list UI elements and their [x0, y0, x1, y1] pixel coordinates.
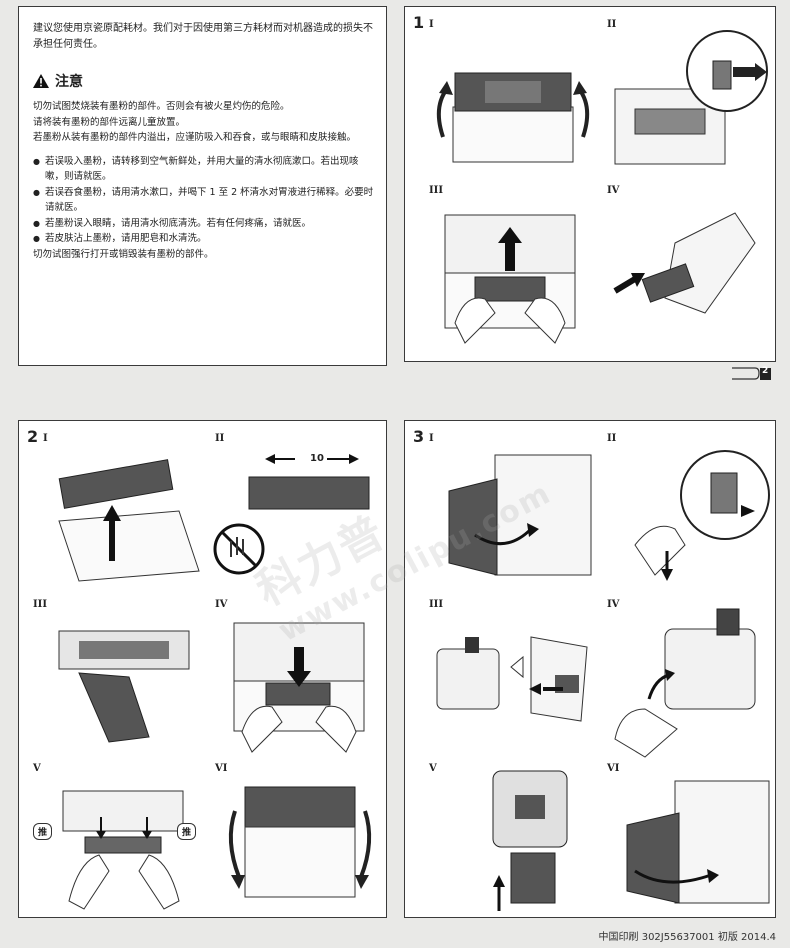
close-cover-illustration	[228, 786, 372, 898]
list-item: 若墨粉误入眼睛，请用清水彻底清洗。若有任何疼痛，请就医。	[33, 216, 374, 232]
sub-label: V	[33, 763, 41, 774]
close-side-door-illustration	[626, 780, 770, 904]
warning-triangle-icon	[33, 74, 49, 88]
print-info-footer: 中国印刷 302J55637001 初版 2014.4	[598, 932, 776, 943]
open-side-door-illustration	[448, 454, 592, 576]
cap-waste-box-illustration	[436, 636, 588, 722]
release-lever-illustration	[614, 30, 768, 165]
sub-label: III	[33, 599, 48, 610]
shake-count: 10	[310, 453, 324, 464]
open-top-cover-illustration	[436, 72, 590, 163]
insert-toner-illustration	[233, 622, 365, 753]
sub-label: VI	[607, 763, 620, 774]
sub-label: II	[215, 433, 225, 444]
sub-label: II	[607, 433, 617, 444]
final-warning: 切勿试图强行打开或销毁装有墨粉的部件。	[33, 248, 214, 260]
remove-seal-illustration	[58, 630, 190, 743]
step2-panel: 2 I II III IV V VI 10	[18, 420, 387, 918]
install-new-waste-box-illustration	[614, 608, 756, 758]
list-item: 若误吞食墨粉，请用清水漱口，并喝下 1 至 2 杯清水对胃液进行稀释。必要时请就…	[33, 185, 374, 216]
caution-bullet-list: 若误吸入墨粉，请转移到空气新鲜处，并用大量的清水彻底漱口。若出现咳嗽，则请就医。…	[33, 154, 374, 247]
shake-toner-illustration	[213, 454, 370, 575]
step3-panel: 3 I II III IV V VI	[404, 420, 776, 918]
caution-paragraph: 切勿试图焚烧装有墨粉的部件。否则会有被火星灼伤的危险。	[33, 101, 290, 112]
page-turn-icon	[732, 367, 771, 380]
push-label-right: 推	[177, 823, 197, 840]
list-item: 若皮肤沾上墨粉，请用肥皂和水清洗。	[33, 231, 374, 247]
step-number: 1	[413, 13, 425, 32]
push-label-left: 推	[33, 823, 53, 840]
sub-label: IV	[607, 185, 620, 196]
sub-label: IV	[215, 599, 228, 610]
sub-label: II	[607, 19, 617, 30]
sub-label: I	[43, 433, 48, 444]
push-toner-illustration	[62, 790, 184, 910]
caution-paragraph: 请将装有墨粉的部件远离儿童放置。	[33, 116, 186, 128]
list-item: 若误吸入墨粉，请转移到空气新鲜处，并用大量的清水彻底漱口。若出现咳嗽，则请就医。	[33, 154, 374, 185]
step1-panel: 1 I II III IV	[404, 6, 776, 362]
sub-label: V	[429, 763, 437, 774]
sub-label: VI	[215, 763, 228, 774]
sub-label: I	[429, 433, 434, 444]
caution-paragraph: 若墨粉从装有墨粉的部件内溢出，应谨防吸入和吞食，或与眼睛和皮肤接触。	[33, 132, 357, 143]
step-number: 2	[27, 427, 39, 446]
page-turn-badge: 2	[731, 366, 771, 385]
caution-title: 注意	[55, 74, 83, 90]
step-number: 3	[413, 427, 425, 446]
caution-header: 注意	[33, 71, 374, 91]
sub-label: III	[429, 599, 444, 610]
insert-waste-box-illustration	[492, 770, 568, 911]
sub-label: I	[429, 19, 434, 30]
sub-label: IV	[607, 599, 620, 610]
sub-label: III	[429, 185, 444, 196]
page-badge-number: 2	[762, 366, 769, 376]
bag-toner-illustration	[613, 212, 756, 314]
remove-waste-box-illustration	[634, 450, 770, 581]
unpack-toner-illustration	[58, 459, 200, 582]
remove-toner-illustration	[444, 214, 576, 344]
intro-text: 建议您使用京瓷原配耗材。我们对于因使用第三方耗材而对机器造成的损失不承担任何责任…	[33, 23, 373, 50]
warning-panel: 建议您使用京瓷原配耗材。我们对于因使用第三方耗材而对机器造成的损失不承担任何责任…	[18, 6, 387, 366]
